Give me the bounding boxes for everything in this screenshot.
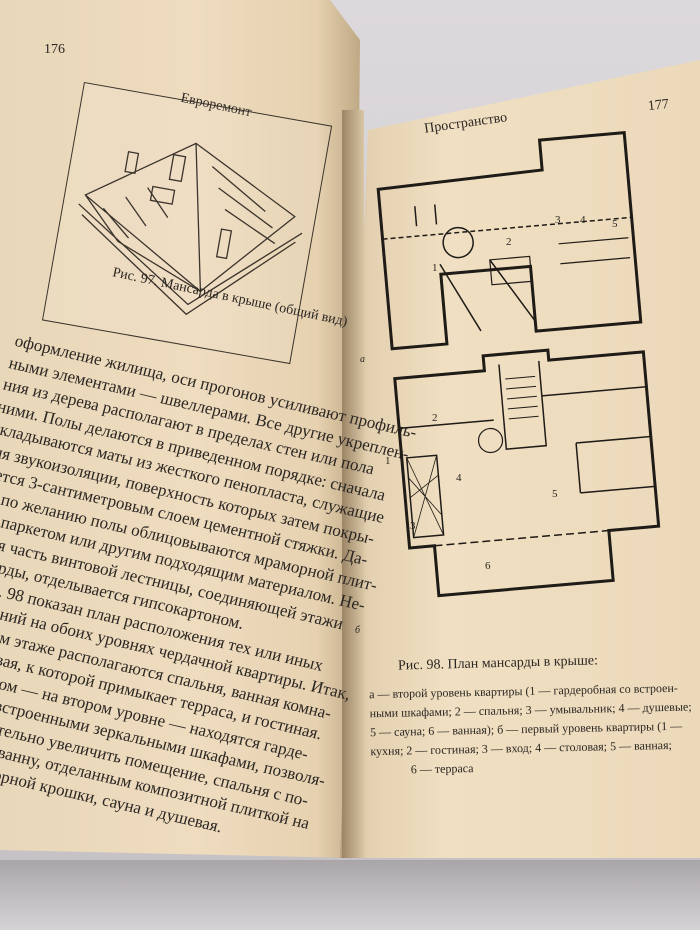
room-number-lower: 2 (432, 412, 438, 424)
room-number-lower: 4 (456, 472, 462, 484)
room-number-upper: 3 (555, 214, 561, 226)
room-number-lower: 6 (485, 560, 491, 572)
room-number-upper: 1 (432, 262, 438, 274)
room-number-lower: 1 (385, 455, 391, 467)
right-page (340, 60, 700, 858)
left-body-text: оформление жилища, оси прогонов усиливаю… (0, 330, 419, 837)
book-spine (342, 110, 364, 858)
left-page-number: 176 (44, 42, 65, 57)
room-number-upper: 2 (506, 236, 512, 248)
right-page-number: 177 (647, 96, 670, 115)
room-number-lower: 5 (552, 488, 558, 500)
left-page (0, 0, 360, 858)
figure-98-legend: а — второй уровень квартиры (1 — гардеро… (369, 679, 692, 780)
table-shadow (0, 860, 700, 930)
room-number-upper: 4 (580, 214, 586, 226)
room-number-lower: 3 (410, 520, 416, 532)
room-number-upper: 5 (612, 218, 618, 230)
figure-98-floor-plans (368, 107, 676, 628)
figure-97-roof-drawing (41, 82, 333, 365)
plan-label-a: а (360, 354, 365, 365)
plan-label-b: б (355, 625, 361, 636)
